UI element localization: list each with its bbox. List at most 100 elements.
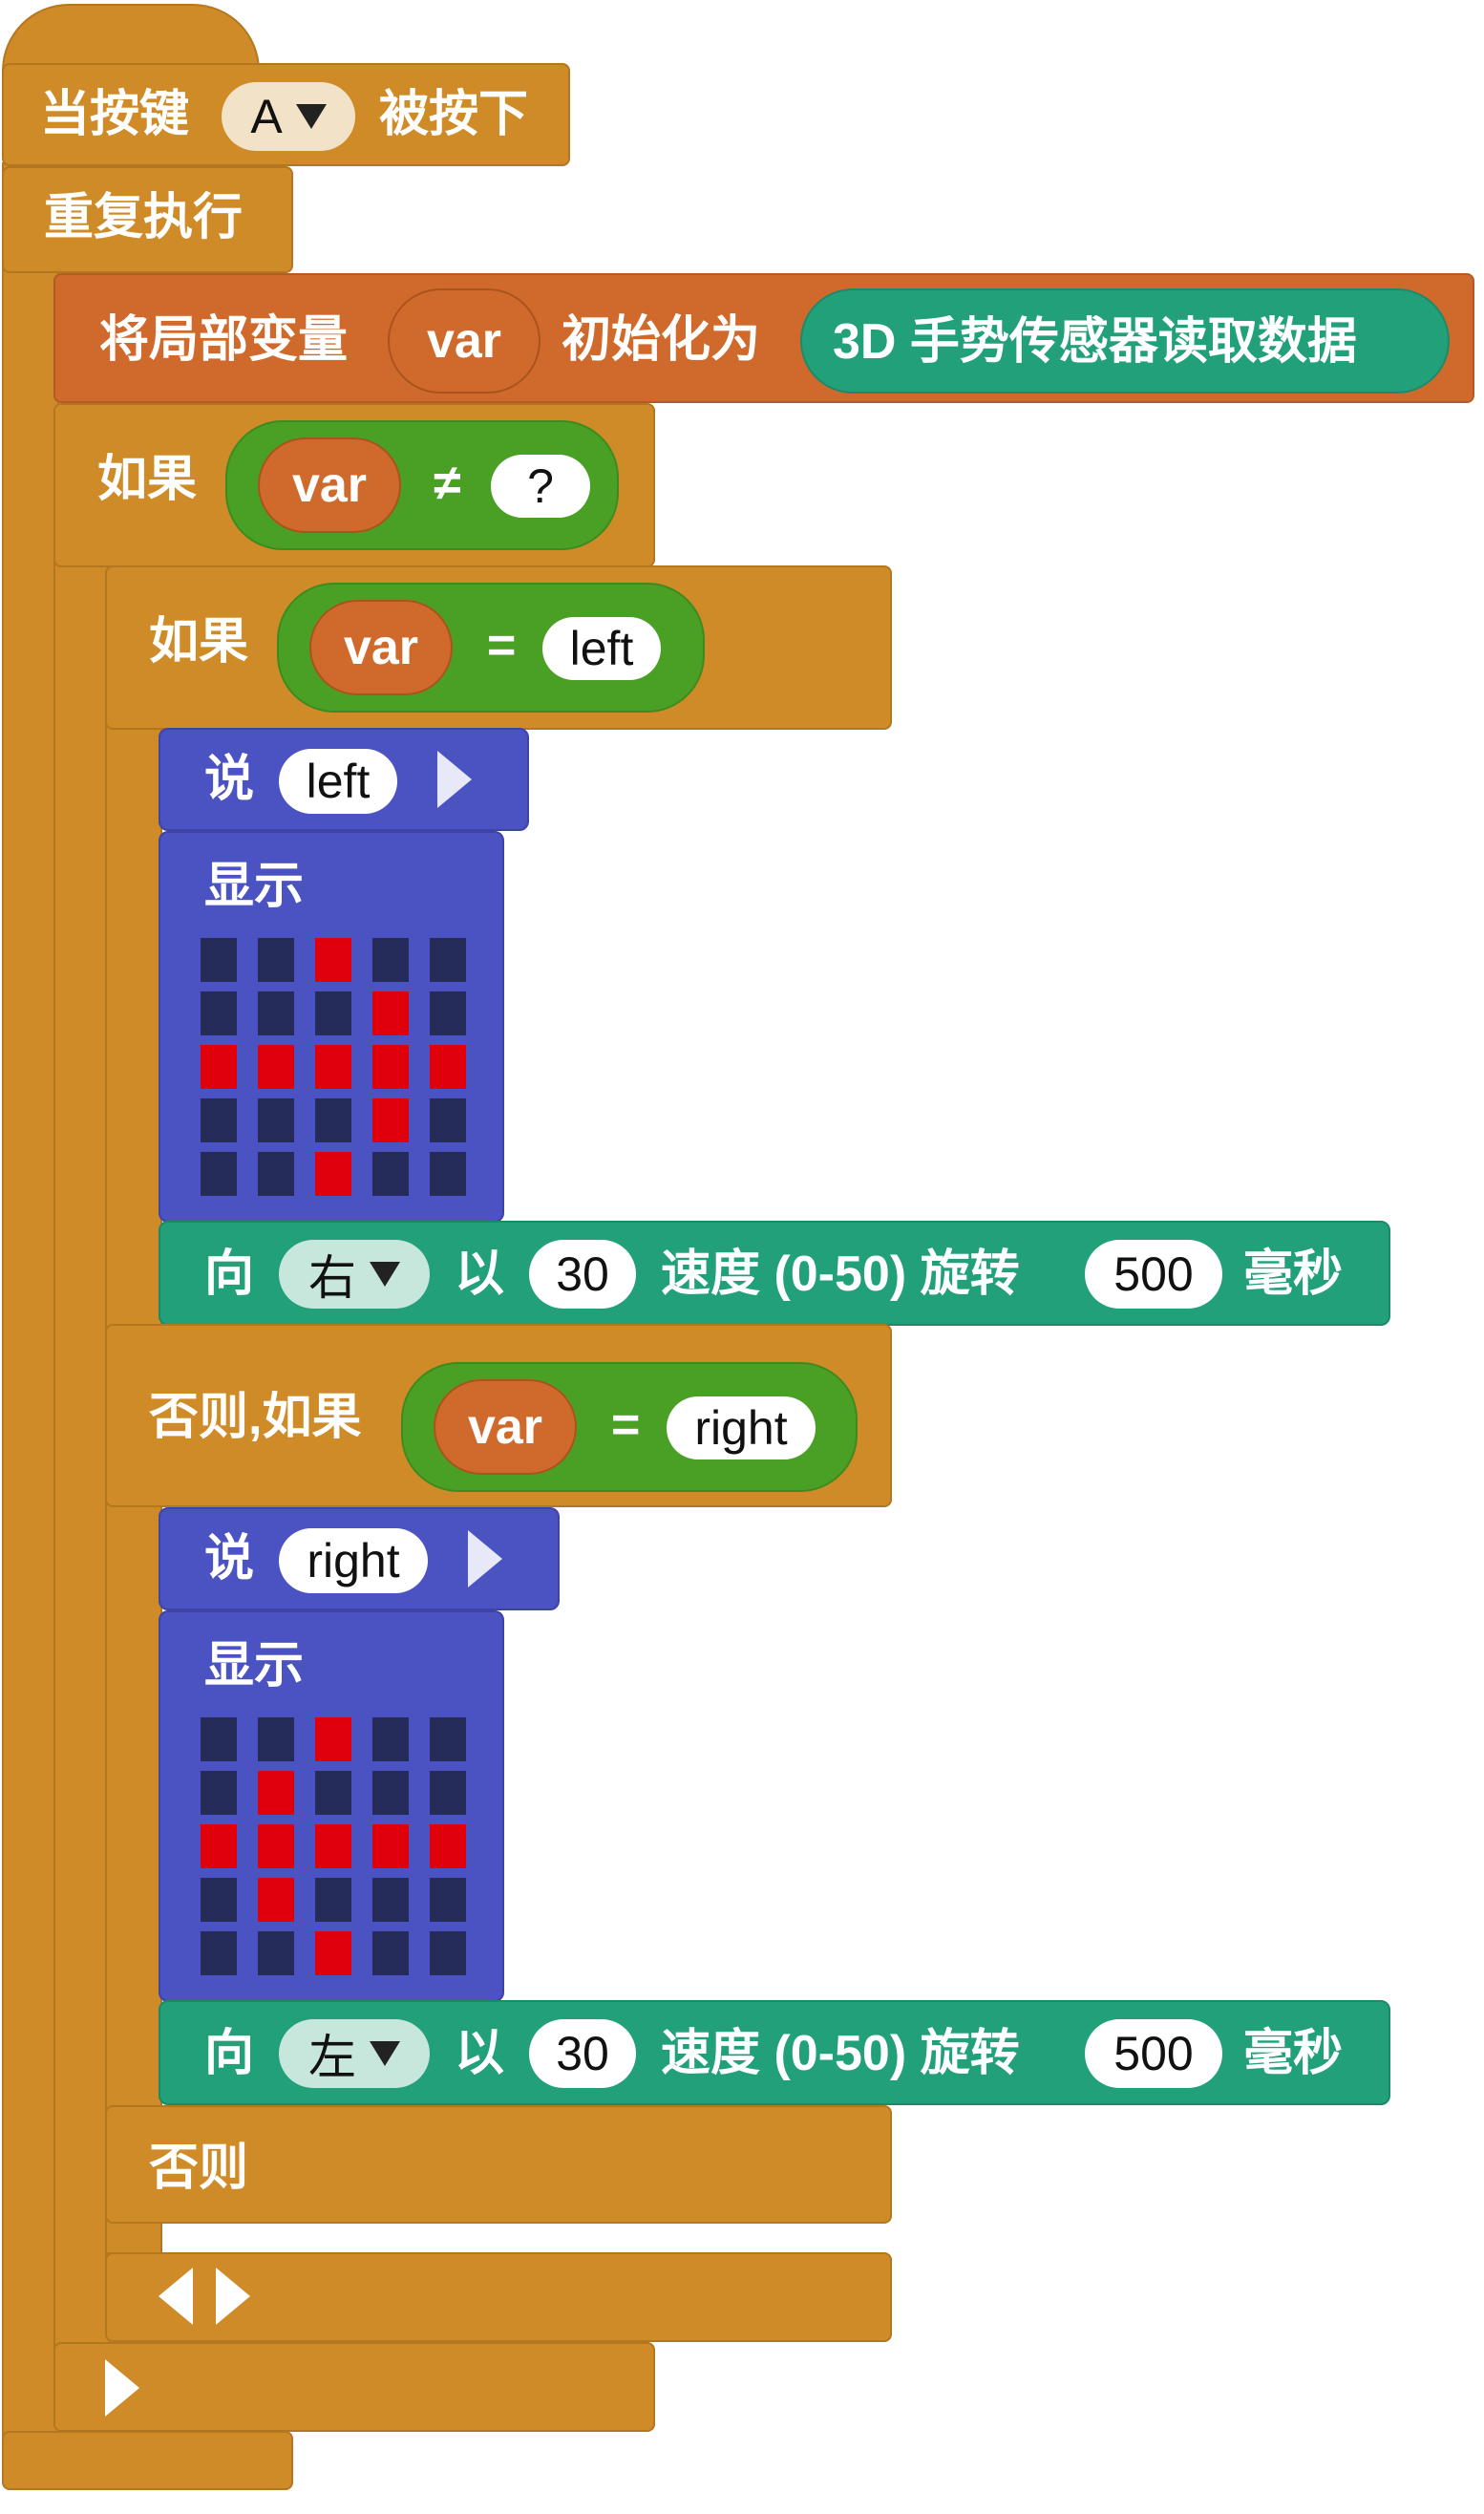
led-cell-off[interactable] (201, 1152, 237, 1196)
remove-branch-icon[interactable] (159, 2268, 193, 2325)
direction-dropdown[interactable]: 右 (279, 1240, 430, 1309)
led-cell-on[interactable] (372, 991, 409, 1035)
led-cell-on[interactable] (372, 1824, 409, 1868)
led-cell-on[interactable] (258, 1878, 294, 1922)
not-equal-block[interactable]: var ≠ ? (225, 420, 619, 550)
led-cell-on[interactable] (315, 1717, 351, 1761)
loop-label: 重复执行 (44, 190, 244, 245)
led-cell-on[interactable] (430, 1045, 466, 1089)
led-cell-off[interactable] (258, 938, 294, 982)
init-variable-block[interactable]: 将局部变量 var 初始化为 3D 手势传感器读取数据 (53, 273, 1474, 403)
loop-bottom (2, 2431, 293, 2490)
led-cell-on[interactable] (372, 1045, 409, 1089)
led-cell-off[interactable] (430, 1878, 466, 1922)
elseif-block[interactable]: 否则,如果 var = right (105, 1324, 892, 1507)
led-cell-off[interactable] (201, 1771, 237, 1815)
led-cell-off[interactable] (372, 1771, 409, 1815)
led-cell-off[interactable] (201, 1717, 237, 1761)
turn-right-block[interactable]: 向 右 以 30 速度 (0-50) 旋转 500 毫秒 (159, 1221, 1390, 1326)
led-cell-off[interactable] (315, 991, 351, 1035)
equals-symbol: = (611, 1397, 641, 1453)
led-cell-off[interactable] (201, 1931, 237, 1975)
led-cell-on[interactable] (315, 1824, 351, 1868)
led-cell-off[interactable] (258, 1717, 294, 1761)
speed-input[interactable]: 30 (529, 2019, 636, 2088)
turn-prefix: 向 (204, 1246, 255, 1302)
led-cell-off[interactable] (372, 1152, 409, 1196)
led-cell-on[interactable] (258, 1045, 294, 1089)
unit-label: 毫秒 (1243, 2026, 1344, 2081)
if-block[interactable]: 如果 var ≠ ? (53, 403, 655, 567)
led-matrix[interactable] (201, 938, 466, 1196)
led-cell-off[interactable] (430, 1098, 466, 1142)
event-block[interactable]: 当按键 A 被按下 (2, 63, 570, 166)
led-cell-on[interactable] (258, 1771, 294, 1815)
ifelse-block[interactable]: 如果 var = left (105, 565, 892, 730)
led-cell-off[interactable] (372, 1717, 409, 1761)
led-cell-off[interactable] (201, 991, 237, 1035)
led-cell-on[interactable] (372, 1098, 409, 1142)
if-bottom[interactable] (53, 2342, 655, 2432)
show-right-block[interactable]: 显示 (159, 1610, 504, 2002)
compare-right-input[interactable]: right (667, 1396, 816, 1459)
duration-input[interactable]: 500 (1085, 2019, 1222, 2088)
led-cell-on[interactable] (315, 1152, 351, 1196)
led-cell-off[interactable] (258, 1152, 294, 1196)
add-branch-icon[interactable] (216, 2268, 250, 2325)
led-cell-on[interactable] (430, 1824, 466, 1868)
led-cell-off[interactable] (258, 1931, 294, 1975)
led-cell-off[interactable] (430, 938, 466, 982)
led-cell-off[interactable] (372, 938, 409, 982)
say-text-input[interactable]: left (279, 749, 397, 814)
say-left-block[interactable]: 说 left (159, 728, 529, 831)
init-variable-name[interactable]: var (388, 288, 541, 394)
led-cell-off[interactable] (201, 1878, 237, 1922)
chevron-down-icon (370, 1262, 400, 1287)
led-cell-on[interactable] (315, 938, 351, 982)
ifelse-variable[interactable]: var (309, 600, 453, 695)
led-cell-off[interactable] (372, 1878, 409, 1922)
button-dropdown[interactable]: A (222, 82, 355, 151)
led-cell-off[interactable] (315, 1878, 351, 1922)
led-cell-off[interactable] (430, 1931, 466, 1975)
led-cell-off[interactable] (430, 1152, 466, 1196)
equals-symbol: = (487, 618, 517, 673)
led-matrix[interactable] (201, 1717, 466, 1975)
led-cell-on[interactable] (201, 1824, 237, 1868)
direction-dropdown[interactable]: 左 (279, 2019, 430, 2088)
duration-input[interactable]: 500 (1085, 1240, 1222, 1309)
led-cell-off[interactable] (430, 1771, 466, 1815)
led-cell-off[interactable] (201, 1098, 237, 1142)
led-cell-off[interactable] (258, 991, 294, 1035)
speed-input[interactable]: 30 (529, 1240, 636, 1309)
led-cell-on[interactable] (315, 1931, 351, 1975)
add-branch-icon[interactable] (105, 2359, 139, 2417)
led-cell-off[interactable] (372, 1931, 409, 1975)
led-cell-off[interactable] (201, 938, 237, 982)
led-cell-on[interactable] (201, 1045, 237, 1089)
turn-left-block[interactable]: 向 左 以 30 速度 (0-50) 旋转 500 毫秒 (159, 2000, 1390, 2105)
led-cell-on[interactable] (315, 1045, 351, 1089)
equals-left-block[interactable]: var = left (277, 583, 705, 713)
loop-column (2, 162, 59, 2474)
if-compare-input[interactable]: ? (491, 455, 590, 518)
play-triangle-icon[interactable] (468, 1530, 502, 1587)
led-cell-off[interactable] (258, 1098, 294, 1142)
play-triangle-icon[interactable] (437, 751, 472, 808)
say-right-block[interactable]: 说 right (159, 1507, 560, 1610)
led-cell-on[interactable] (258, 1824, 294, 1868)
say-text-input[interactable]: right (279, 1528, 428, 1593)
loop-block[interactable]: 重复执行 (2, 166, 293, 273)
led-cell-off[interactable] (430, 1717, 466, 1761)
compare-left-input[interactable]: left (542, 617, 661, 680)
equals-right-block[interactable]: var = right (401, 1362, 858, 1492)
if-variable[interactable]: var (258, 437, 401, 533)
show-label: 显示 (204, 1638, 305, 1694)
led-cell-off[interactable] (315, 1771, 351, 1815)
led-cell-off[interactable] (315, 1098, 351, 1142)
else-block[interactable]: 否则 (105, 2105, 892, 2224)
gesture-sensor-block[interactable]: 3D 手势传感器读取数据 (800, 288, 1450, 394)
led-cell-off[interactable] (430, 991, 466, 1035)
elseif-variable[interactable]: var (434, 1379, 577, 1475)
show-left-block[interactable]: 显示 (159, 831, 504, 1223)
